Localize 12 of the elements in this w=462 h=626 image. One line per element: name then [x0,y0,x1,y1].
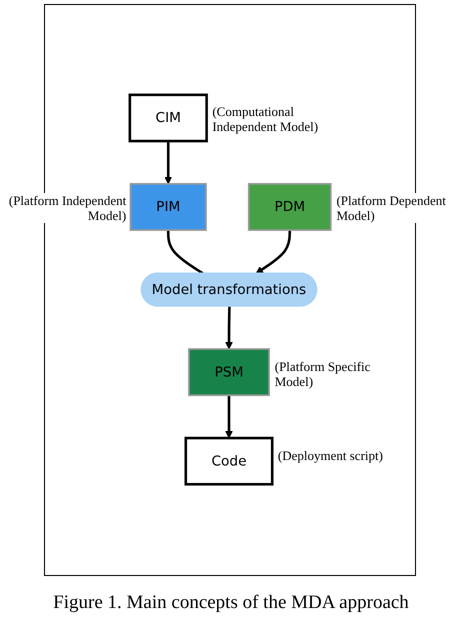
connector [166,230,204,275]
arrow [164,142,172,185]
arrow [255,230,291,274]
node-box [184,437,274,486]
caption: Figure 1. Main concepts of the MDA approach [52,592,410,614]
node-box [188,348,270,397]
node-box [128,94,208,143]
node-box [129,183,207,232]
arrow [224,396,232,439]
node-box [248,183,332,232]
annotation: (Platform Independent Model) [6,193,126,224]
arrow [224,307,232,350]
